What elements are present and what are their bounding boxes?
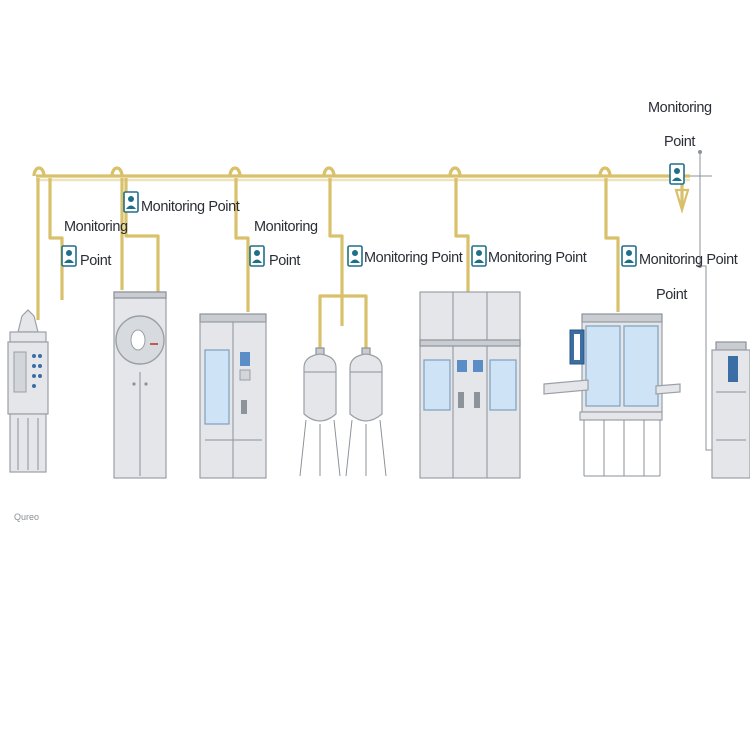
label-monitoring-point-2: Monitoring Point: [141, 199, 240, 215]
equipment-tunnel-machine: [543, 313, 681, 477]
equipment-glass-cabinet: [199, 313, 267, 479]
equipment-twin-tanks: [299, 347, 387, 477]
label-monitoring-7: Monitoring: [648, 100, 712, 116]
label-monitoring-point-4: Monitoring Point: [364, 250, 463, 266]
label-monitoring-point-5: Monitoring Point: [488, 250, 587, 266]
equipment-hopper-machine: [7, 309, 49, 473]
monitoring-sensor-icon: [347, 245, 363, 267]
monitoring-sensor-icon: [61, 245, 77, 267]
equipment-triple-cabinet: [419, 291, 521, 479]
monitoring-sensor-icon: [123, 191, 139, 213]
label-point-1: Point: [80, 253, 111, 269]
monitoring-sensor-icon: [669, 163, 685, 185]
monitoring-sensors: [61, 163, 685, 267]
label-point-6: Point: [656, 287, 687, 303]
monitoring-sensor-icon: [621, 245, 637, 267]
equipment-coating-drum: [113, 291, 167, 479]
return-line: [674, 150, 714, 451]
monitoring-sensor-icon: [249, 245, 265, 267]
label-point-7: Point: [664, 134, 695, 150]
monitoring-sensor-icon: [471, 245, 487, 267]
caption-text: Qureo: [14, 512, 39, 522]
main-pipe: [32, 166, 690, 182]
label-monitoring-6: Monitoring Point: [639, 252, 738, 268]
monitoring-labels: Monitoring Point Monitoring Point Monito…: [64, 100, 738, 303]
label-monitoring-3: Monitoring: [254, 219, 318, 235]
label-point-3: Point: [269, 253, 300, 269]
equipment-monitoring-unit: [711, 341, 750, 479]
label-monitoring-1: Monitoring: [64, 219, 128, 235]
